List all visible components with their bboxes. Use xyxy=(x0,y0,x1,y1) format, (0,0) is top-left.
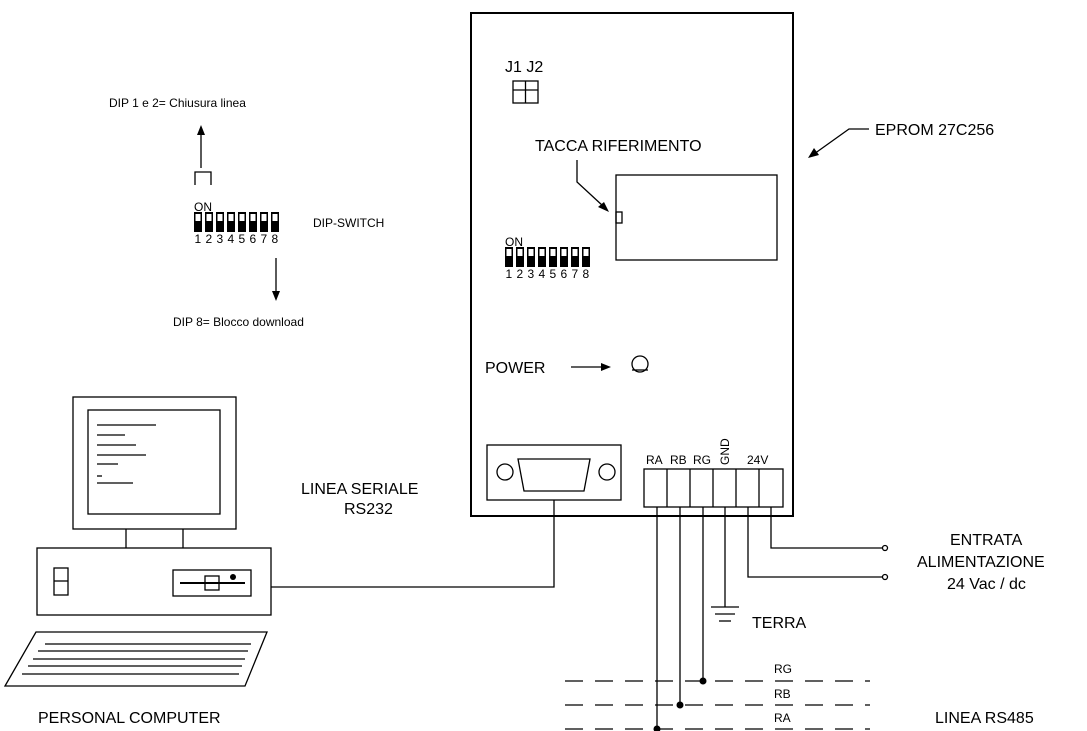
floppy-drive xyxy=(172,569,252,597)
power-label: POWER xyxy=(485,360,545,377)
bus-label-rg: RG xyxy=(774,662,792,676)
computer-case xyxy=(36,547,272,616)
power-input-label-3: 24 Vac / dc xyxy=(947,576,1026,593)
detail-dip-key-4 xyxy=(227,212,235,232)
detail-dip-number-4: 4 xyxy=(228,232,235,246)
jumper-j1-j2 xyxy=(512,80,539,104)
detail-dip-number-6: 6 xyxy=(250,232,257,246)
board-dip-on-label: ON xyxy=(505,235,523,249)
earth-ground xyxy=(711,507,739,622)
eprom-label: EPROM 27C256 xyxy=(875,122,994,139)
serial-line-label-1: LINEA SERIALE xyxy=(301,481,418,498)
personal-computer xyxy=(3,396,272,687)
board-dip-number-7: 7 xyxy=(572,267,579,281)
detail-dip-key-7 xyxy=(260,212,268,232)
detail-dip-key-1 xyxy=(194,212,202,232)
terminal-block: RA RB RG GND 24V xyxy=(643,438,784,508)
power-input-label-1: ENTRATA xyxy=(950,532,1023,549)
board-dip-number-8: 8 xyxy=(583,267,590,281)
detail-dip-number-7: 7 xyxy=(261,232,268,246)
rs485-label: LINEA RS485 xyxy=(935,710,1034,727)
board-dip-number-5: 5 xyxy=(550,267,557,281)
board-dip-key-7 xyxy=(571,247,579,267)
dip-detail-on-label: ON xyxy=(194,200,212,214)
detail-dip-number-8: 8 xyxy=(272,232,279,246)
detail-dip-key-2 xyxy=(205,212,213,232)
dip-switch-label: DIP-SWITCH xyxy=(313,216,384,230)
notch-label: TACCA RIFERIMENTO xyxy=(535,138,702,155)
serial-line-label-2: RS232 xyxy=(344,501,393,518)
board-dip-number-3: 3 xyxy=(528,267,535,281)
pc-label: PERSONAL COMPUTER xyxy=(38,710,221,727)
dip-bottom-note: DIP 8= Blocco download xyxy=(173,315,304,329)
terminal-rg-label: RG xyxy=(693,453,711,467)
power-arrow xyxy=(571,363,611,371)
detail-dip-number-3: 3 xyxy=(217,232,224,246)
dip-top-note: DIP 1 e 2= Chiusura linea xyxy=(109,96,246,110)
board-dip-key-3 xyxy=(527,247,535,267)
board-dip-number-6: 6 xyxy=(561,267,568,281)
detail-dip-key-8 xyxy=(271,212,279,232)
earth-label: TERRA xyxy=(752,615,807,632)
power-led xyxy=(631,355,649,373)
monitor xyxy=(72,396,237,530)
rs485-bus: RG RB RA xyxy=(565,507,870,731)
board-dip-number-2: 2 xyxy=(517,267,524,281)
rs232-cable xyxy=(271,500,555,588)
power-input-wiring xyxy=(747,507,889,581)
terminal-gnd-label: GND xyxy=(718,438,732,465)
board-dip-number-4: 4 xyxy=(539,267,546,281)
terminal-ra-label: RA xyxy=(646,453,663,467)
dip-up-arrow xyxy=(197,125,205,168)
dip-bracket xyxy=(194,171,212,185)
terminal-24v-label: 24V xyxy=(747,453,768,467)
bus-label-ra: RA xyxy=(774,711,791,725)
detail-dip-key-5 xyxy=(238,212,246,232)
power-input-label-2: ALIMENTAZIONE xyxy=(917,554,1045,571)
board-dip-key-2 xyxy=(516,247,524,267)
bus-label-rb: RB xyxy=(774,687,791,701)
keyboard xyxy=(3,631,268,687)
board-outline xyxy=(470,12,794,517)
board-dip-key-4 xyxy=(538,247,546,267)
monitor-screen xyxy=(87,409,221,515)
notch-pointer-arrow xyxy=(576,160,609,212)
eprom-chip xyxy=(615,174,778,261)
eprom-pointer-arrow xyxy=(808,128,869,158)
detail-dip-number-1: 1 xyxy=(195,232,202,246)
board-dip-key-6 xyxy=(560,247,568,267)
board-dip-key-1 xyxy=(505,247,513,267)
detail-dip-key-6 xyxy=(249,212,257,232)
board-dip-number-1: 1 xyxy=(506,267,513,281)
board-dip-key-8 xyxy=(582,247,590,267)
detail-dip-number-2: 2 xyxy=(206,232,213,246)
screen-text-lines xyxy=(97,424,156,484)
detail-dip-number-5: 5 xyxy=(239,232,246,246)
board-dip-key-5 xyxy=(549,247,557,267)
jumper-label: J1 J2 xyxy=(505,59,543,76)
dip-down-arrow xyxy=(272,258,280,301)
db9-connector xyxy=(486,444,622,501)
detail-dip-key-3 xyxy=(216,212,224,232)
reference-notch xyxy=(615,211,623,224)
terminal-rb-label: RB xyxy=(670,453,687,467)
